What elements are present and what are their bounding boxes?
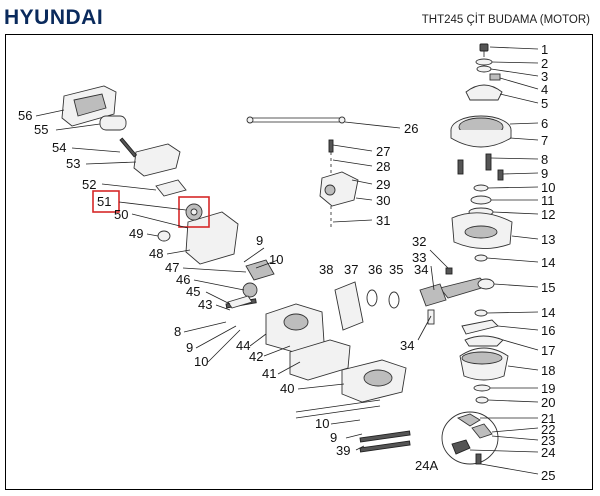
callout-6: 6	[541, 116, 548, 131]
callout-23: 23	[541, 433, 555, 448]
callout-9-left: 9	[186, 340, 193, 355]
callout-16: 16	[541, 323, 555, 338]
callout-54: 54	[52, 140, 66, 155]
callout-1: 1	[541, 42, 548, 57]
callout-20: 20	[541, 395, 555, 410]
callout-48: 48	[149, 246, 163, 261]
callout-36: 36	[368, 262, 382, 277]
leader-lines	[332, 46, 539, 475]
callout-18: 18	[541, 363, 555, 378]
callout-5: 5	[541, 96, 548, 111]
callout-9-mid: 9	[256, 233, 263, 248]
callout-46: 46	[176, 272, 190, 287]
callout-51: 51	[97, 194, 111, 209]
leader-lines-left	[35, 109, 365, 451]
callout-10-left: 10	[194, 354, 208, 369]
callout-7: 7	[541, 133, 548, 148]
callout-9-bottom: 9	[330, 430, 337, 445]
callout-11: 11	[541, 193, 555, 208]
callout-31: 31	[376, 213, 390, 228]
callout-14-lower: 14	[541, 305, 555, 320]
callout-8-left: 8	[174, 324, 181, 339]
callout-3: 3	[541, 69, 548, 84]
callout-34-lower: 34	[400, 338, 414, 353]
callout-4: 4	[541, 82, 548, 97]
callout-32: 32	[412, 234, 426, 249]
callout-9-right: 9	[541, 166, 548, 181]
callout-44: 44	[236, 338, 250, 353]
callout-29: 29	[376, 177, 390, 192]
callout-17: 17	[541, 343, 555, 358]
piston-assembly	[334, 267, 453, 331]
carburetor-airfilter-assembly	[61, 85, 275, 309]
callout-34-upper: 34	[414, 262, 428, 277]
callout-52: 52	[82, 177, 96, 192]
page-title: THT245 ÇİT BUDAMA (MOTOR)	[421, 14, 590, 26]
brand-logo: HYUNDAI	[4, 6, 104, 29]
callout-56: 56	[18, 108, 32, 123]
highlight-box-51	[92, 190, 120, 213]
callout-55: 55	[34, 122, 48, 137]
callout-50: 50	[114, 207, 128, 222]
callout-26: 26	[404, 121, 418, 136]
callout-24: 24	[541, 445, 555, 460]
callout-19: 19	[541, 381, 555, 396]
callout-27: 27	[376, 144, 390, 159]
right-assembly	[439, 43, 513, 465]
callout-2: 2	[541, 56, 548, 71]
callout-24A: 24A	[415, 458, 438, 473]
callout-15: 15	[541, 280, 555, 295]
callout-43: 43	[198, 297, 212, 312]
callout-10-mid: 10	[269, 252, 283, 267]
callout-21: 21	[541, 411, 555, 426]
callout-14-upper: 14	[541, 255, 555, 270]
callout-53: 53	[66, 156, 80, 171]
highlight-box-part-51	[178, 196, 210, 228]
ignition-wire-assembly	[246, 116, 359, 228]
callout-30: 30	[376, 193, 390, 208]
callout-42: 42	[249, 349, 263, 364]
callout-10-bottom: 10	[315, 416, 329, 431]
callout-41: 41	[262, 366, 276, 381]
callout-labels: 1 2 3 4 5 6 7 8 9 10 11 12 13 14 15 14 1…	[18, 42, 555, 483]
callout-49: 49	[129, 226, 143, 241]
callout-28: 28	[376, 159, 390, 174]
callout-45: 45	[186, 284, 200, 299]
callout-39: 39	[336, 443, 350, 458]
callout-33: 33	[412, 250, 426, 265]
callout-38: 38	[319, 262, 333, 277]
diagram-frame	[5, 34, 593, 490]
callout-35: 35	[389, 262, 403, 277]
callout-37: 37	[344, 262, 358, 277]
callout-22: 22	[541, 422, 555, 437]
callout-13: 13	[541, 232, 555, 247]
callout-40: 40	[280, 381, 294, 396]
callout-10-right: 10	[541, 180, 555, 195]
callout-25: 25	[541, 468, 555, 483]
callout-8-right: 8	[541, 152, 548, 167]
callout-47: 47	[165, 260, 179, 275]
callout-12: 12	[541, 207, 555, 222]
